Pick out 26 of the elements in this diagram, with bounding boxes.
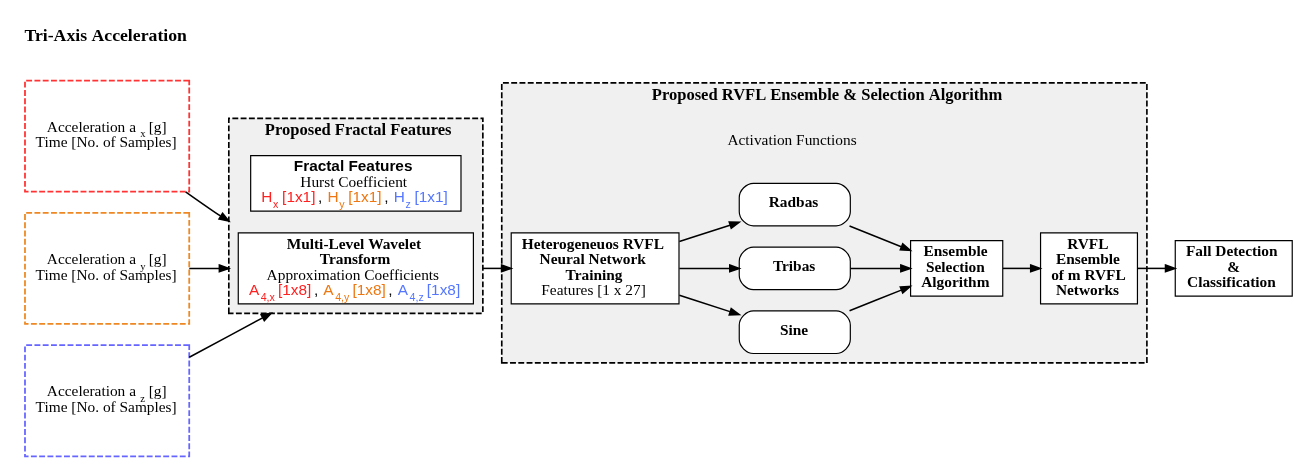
label: Tri-Axis Acceleration [24, 24, 187, 45]
node-box: Heterogeneuos RVFL Neural Network Training Features [1 x 27] [510, 232, 680, 305]
node-box: Acceleration a$_{y}$ [g] Time [No. of Samples] [24, 212, 191, 325]
node-box: RVFL Ensemble of m RVFL Networks [1039, 232, 1139, 305]
arrow [1136, 264, 1178, 273]
node-box: Sine [738, 310, 851, 355]
node-box: Multi-Level Wavelet Transform Approximation Coefficients A$_{4,x}$ [1x8], A$_{4,y}$ [1x8], A$_{4,z}$ [1x8] [237, 232, 474, 305]
node-box: Fall Detection & Classification [1174, 240, 1293, 297]
arrow [848, 285, 913, 312]
node-box: Radbas [738, 182, 851, 227]
node-box: Tribas [738, 246, 851, 291]
arrow [1002, 264, 1043, 273]
arrow [848, 225, 913, 252]
node-box: Acceleration a$_{x}$ [g] Time [No. of Samples] [24, 79, 191, 193]
arrow [482, 264, 514, 273]
arrow [184, 191, 231, 223]
arrow [678, 221, 742, 243]
node-box: Fractal Features Hurst Coefficient H$_{x}$ [1x1], H$_{y}$ [1x1], H$_{z}$ [1x1] [250, 154, 462, 212]
node-box: Acceleration a$_{z}$ [g] Time [No. of Samples] [24, 344, 191, 458]
arrow [188, 312, 274, 358]
arrow [678, 294, 742, 316]
node-box: Ensemble Selection Algorithm [910, 240, 1004, 297]
arrow [849, 264, 913, 273]
arrow [188, 264, 232, 273]
label: Activation Functions [727, 130, 857, 148]
arrow [678, 264, 742, 273]
